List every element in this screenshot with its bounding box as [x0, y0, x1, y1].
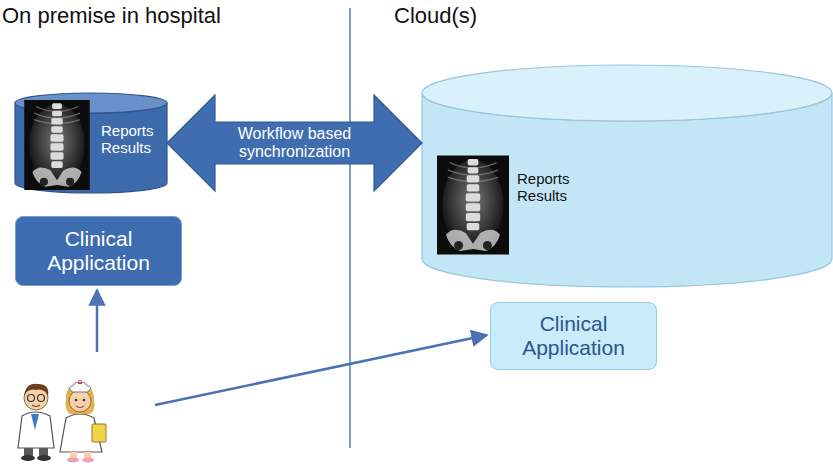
cylinder-outline	[422, 65, 832, 287]
node-text: Clinical Application	[491, 312, 656, 359]
storage-cylinder: Reports Results	[15, 93, 167, 193]
xray-image	[437, 156, 509, 255]
node-text: Clinical Application	[16, 227, 181, 274]
access-arrow	[96, 290, 99, 352]
edge-label: Workflow based synchronization	[220, 125, 370, 162]
node-text-group: Reports Results	[101, 123, 165, 157]
cylinder-top	[15, 93, 167, 113]
xray-image	[24, 100, 89, 190]
node-text-group: Reports Results	[517, 171, 607, 205]
cylinder-body	[422, 93, 832, 287]
node-text-group: Clinical Application	[491, 303, 656, 369]
node-text: Reports Results	[101, 123, 165, 157]
node-text: Reports Results	[517, 171, 607, 205]
cylinder-body	[15, 103, 167, 193]
divider-line	[349, 8, 351, 448]
storage-cylinder: Reports Results	[422, 65, 832, 287]
region-heading: Cloud(s)	[394, 3, 477, 29]
region-heading: On premise in hospital	[2, 3, 221, 29]
sync-arrow	[167, 95, 422, 191]
clinician-clipart	[18, 380, 106, 463]
cylinder-top	[422, 65, 832, 121]
node-text-group: Clinical Application	[16, 217, 181, 285]
application-box: Clinical Application	[15, 216, 182, 286]
application-box: Clinical Application	[490, 302, 657, 370]
access-arrow	[155, 335, 487, 405]
